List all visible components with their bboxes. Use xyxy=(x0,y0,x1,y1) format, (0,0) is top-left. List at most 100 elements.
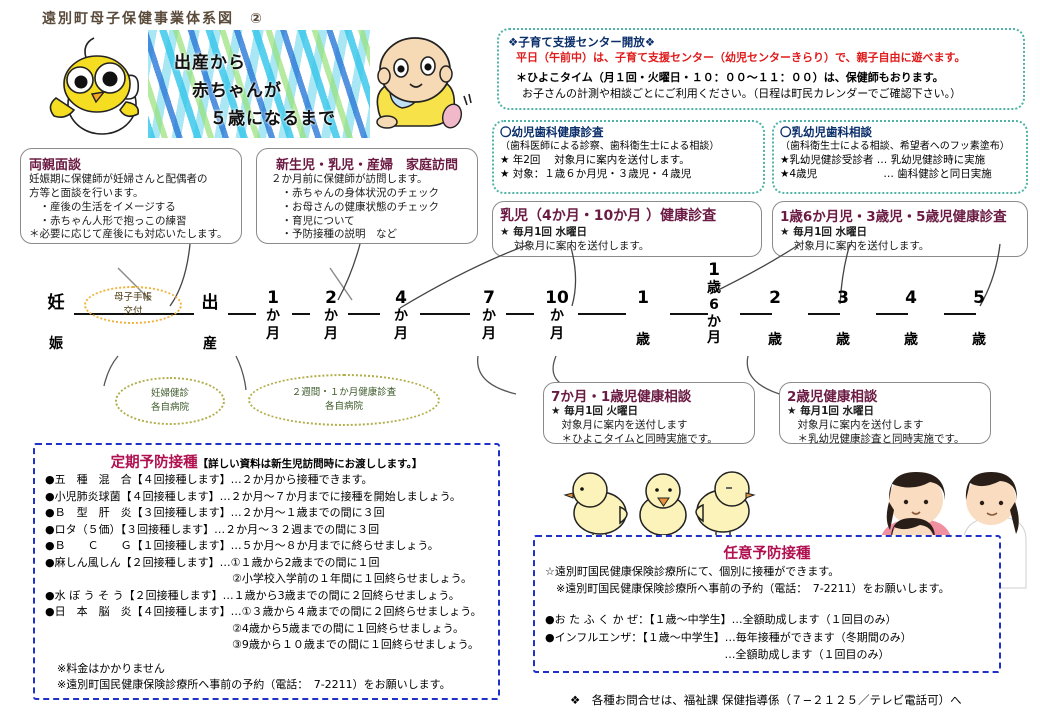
support-center-note-1: ＊ひよこタイム（月１回・火曜日・１０：００〜１１：００）は、保健師もおります。 xyxy=(516,71,944,85)
routine-vaccination-item: ●五 種 混 合【４回接種します】…２か月から接種できます。 xyxy=(45,473,373,486)
optional-vaccination-line-2: ※遠別町国民健康保険診療所へ事前の予約（電話： 7-2211）をお願いします。 xyxy=(545,582,950,596)
parent-interview-line-4: ＊必要に応じて産後にも対応いたします。 xyxy=(29,228,228,241)
ellipse-line-2: 交付 xyxy=(123,306,143,317)
timeline-segment xyxy=(944,313,976,315)
timeline-mark-2month: 2 か 月 xyxy=(316,288,346,343)
optional-vaccination-item: ●お た ふ く か ぜ：【１歳〜中学生】…全額助成します（１回目のみ） xyxy=(545,613,897,627)
timeline-mark-unit: か 月 xyxy=(482,308,496,342)
infant-check-box: 乳児（4か月・10か月 ）健康診査 ★ 毎月1回 水曜日 対象月に案内を送付しま… xyxy=(492,201,762,257)
infant-check-line-1: ★ 毎月1回 水曜日 xyxy=(500,226,588,238)
home-visit-line-2: ・お母さんの健康状態のチェック xyxy=(271,200,439,213)
banner-line-3: ５歳になるまで xyxy=(210,109,336,129)
dental-consult-box: 〇乳幼児歯科相談 （歯科衛生士による相談、希望者へのフッ素塗布） ★乳幼児健診受… xyxy=(772,120,1028,194)
parent-interview-line-3: ・赤ちゃん人形で抱っこの練習 xyxy=(29,214,187,227)
optional-vaccination-box: 任意予防接種 ☆遠別町国民健康保険診療所にて、個別に接種ができます。 ※遠別町国… xyxy=(533,535,1001,673)
consult-7m-line-1: ★ 毎月1回 火曜日 xyxy=(551,405,639,417)
banner-line-2: 赤ちゃんが xyxy=(192,81,282,101)
title-banner: 出産から 赤ちゃんが ５歳になるまで xyxy=(148,30,370,138)
consult-7m-line-2: 対象月に案内を送付します xyxy=(551,418,688,431)
timeline-mark-7month: 7 か 月 xyxy=(474,288,504,343)
page-title: 遠別町母子保健事業体系図 ② xyxy=(42,11,264,27)
routine-vaccination-item: ●日 本 脳 炎【４回接種します】…①３歳から４歳までの間に２回終らせましょう。 xyxy=(45,605,482,618)
home-visit-heading: 新生児・乳児・産婦 家庭訪問 xyxy=(275,158,458,173)
timeline-mark-unit: 歳 xyxy=(636,332,650,348)
dental-consult-line-2: ★4歳児 … 歯科健診と同日実施 xyxy=(780,168,992,181)
consult-2y-line-3: ＊乳幼児健康診査と同時実施です。 xyxy=(787,432,965,445)
baby-illustration xyxy=(360,30,472,140)
timeline-mark-unit: 歳 xyxy=(972,332,986,348)
timeline-mark-num: 4 xyxy=(905,288,917,308)
support-center-box: ❖子育て支援センター開放❖ 平日（午前中）は、子育て支援センター（幼児センターき… xyxy=(497,28,1025,110)
timeline-mark-num: 2 xyxy=(769,288,781,308)
timeline-mark-num: 5 xyxy=(973,288,985,308)
timeline-mark-num: 4 xyxy=(395,288,407,308)
ellipse-ninpu-kenshin: 妊婦健診 各自病院 xyxy=(115,377,225,425)
routine-vaccination-note: ※料金はかかりません xyxy=(57,661,165,675)
timeline-mark-3year: 3 歳 xyxy=(828,288,858,349)
routine-vaccination-note: ※遠別町国民健康保険診療所へ事前の予約（電話： 7-2211）をお願いします。 xyxy=(57,678,451,691)
timeline-segment xyxy=(808,313,840,315)
consult-2y-line-1: ★ 毎月1回 水曜日 xyxy=(787,405,875,417)
timeline-segment xyxy=(292,313,310,315)
timeline-segment xyxy=(876,313,908,315)
timeline-mark-unit: 産 xyxy=(203,336,217,352)
timeline-mark-unit: 歳 xyxy=(768,332,782,348)
consult-2y-line-2: 対象月に案内を送付します xyxy=(787,418,924,431)
parent-interview-line-2: ・産後の生活をイメージする xyxy=(29,200,176,213)
routine-vaccination-item: ②4歳から5歳までの間に１回終らせましょう。 xyxy=(45,621,464,635)
routine-vaccination-title: 定期予防接種 xyxy=(110,455,198,471)
routine-vaccination-title-note: 【詳しい資料は新生児訪問時にお渡しします。】 xyxy=(197,458,423,470)
ellipse-line-2: 各自病院 xyxy=(324,401,363,412)
timeline-mark-18month: 1 歳 6 か 月 xyxy=(700,260,728,347)
routine-vaccination-item: ●小児肺炎球菌【４回接種します】…２か月〜７か月までに接種を開始しましょう。 xyxy=(45,489,461,503)
dental-consult-line-1: ★乳幼児健診受診者 … 乳幼児健診時に実施 xyxy=(780,153,986,166)
dental-consult-sub: （歯科衛生士による相談、希望者へのフッ素塗布） xyxy=(780,140,1010,152)
home-visit-box: 新生児・乳児・産婦 家庭訪問 ２か月前に保健師が訪問します。 ・赤ちゃんの身体状… xyxy=(256,148,478,244)
toddler-check-box: 1歳6か月児・3歳児・5歳児健康診査 ★ 毎月1回 水曜日 対象月に案内を送付し… xyxy=(772,201,1028,257)
timeline-mark-num: 1 xyxy=(708,260,720,280)
routine-vaccination-item: ●ロタ（５価）【３回接種します】…２か月〜３２週までの間に３回 xyxy=(45,522,380,536)
age-timeline: 妊 娠 出 産 1 か 月 2 か 月 4 か 月 7 か 月 10 か 月 1… xyxy=(0,260,1040,378)
timeline-mark-num: 10 xyxy=(545,288,569,308)
timeline-segment xyxy=(670,313,708,315)
optional-vaccination-line-1: ☆遠別町国民健康保険診療所にて、個別に接種ができます。 xyxy=(545,565,840,578)
banner-line-1: 出産から xyxy=(174,53,246,73)
timeline-segment xyxy=(740,313,772,315)
timeline-mark-4year: 4 歳 xyxy=(896,288,926,349)
parent-interview-line-1: 方等と面談を行います。 xyxy=(29,186,144,199)
routine-vaccination-item: ●水 ぼ う そ う【２回接種します】…１歳から3歳までの間に２回終らせましょう… xyxy=(45,588,460,602)
timeline-mark-num: 妊 xyxy=(47,293,65,313)
routine-vaccination-item: ●麻しん風しん【２回接種します】…①１歳から2歳までの間に１回 xyxy=(45,555,380,569)
routine-vaccination-item: ③9歳から１０歳までの間に１回終らせましょう。 xyxy=(45,638,479,651)
routine-vaccination-item: ②小学校入学前の１年間に１回終らせましょう。 xyxy=(45,572,472,585)
ellipse-line-1: 母子手帳 xyxy=(113,292,152,304)
consult-7m-line-3: ＊ひよこタイムと同時実施です。 xyxy=(551,432,718,445)
toddler-check-line-2: 対象月に案内を送付します。 xyxy=(780,240,930,253)
timeline-mark-1year: 1 歳 xyxy=(628,288,658,349)
timeline-mark-1month: 1 か 月 xyxy=(258,288,288,343)
home-visit-line-1: ・赤ちゃんの身体状況のチェック xyxy=(271,186,439,199)
home-visit-line-0: ２か月前に保健師が訪問します。 xyxy=(271,173,428,185)
ellipse-boshi-techo: 母子手帳 交付 xyxy=(84,286,182,324)
home-visit-line-3: ・育児について xyxy=(271,214,355,227)
timeline-mark-num: 1 xyxy=(637,288,649,308)
dental-consult-heading: 〇乳幼児歯科相談 xyxy=(780,125,872,139)
timeline-mark-unit: か 月 xyxy=(266,308,280,342)
parent-interview-box: 両親面談 妊娠期に保健師が妊婦さんと配偶者の 方等と面談を行います。 ・産後の生… xyxy=(20,148,242,244)
support-center-heading: ❖子育て支援センター開放❖ xyxy=(508,35,656,49)
timeline-segment xyxy=(348,313,380,315)
support-center-note-2: お子さんの計測や相談ごとにご利用ください。（日程は町民カレンダーでご確認下さい。… xyxy=(522,86,962,100)
timeline-mark-num: 出 xyxy=(201,293,219,313)
timeline-segment xyxy=(506,313,534,315)
timeline-mark-num: 1 xyxy=(267,288,279,308)
timeline-segment xyxy=(578,313,626,315)
infant-check-heading: 乳児（4か月・10か月 ）健康診査 xyxy=(500,208,717,224)
consult-7m-box: 7か月・1歳児健康相談 ★ 毎月1回 火曜日 対象月に案内を送付します ＊ひよこ… xyxy=(543,382,755,445)
timeline-mark-4month: 4 か 月 xyxy=(386,288,416,343)
consult-7m-heading: 7か月・1歳児健康相談 xyxy=(551,389,692,405)
consult-2y-box: 2歳児健康相談 ★ 毎月1回 水曜日 対象月に案内を送付します ＊乳幼児健康診査… xyxy=(779,382,991,445)
timeline-mark-pregnancy: 妊 娠 xyxy=(42,288,70,353)
timeline-mark-unit: 歳 xyxy=(836,332,850,348)
dental-check-line-2: ★ 対象：１歳６か月児・３歳児・４歳児 xyxy=(500,168,692,181)
timeline-mark-num: 2 xyxy=(325,288,337,308)
